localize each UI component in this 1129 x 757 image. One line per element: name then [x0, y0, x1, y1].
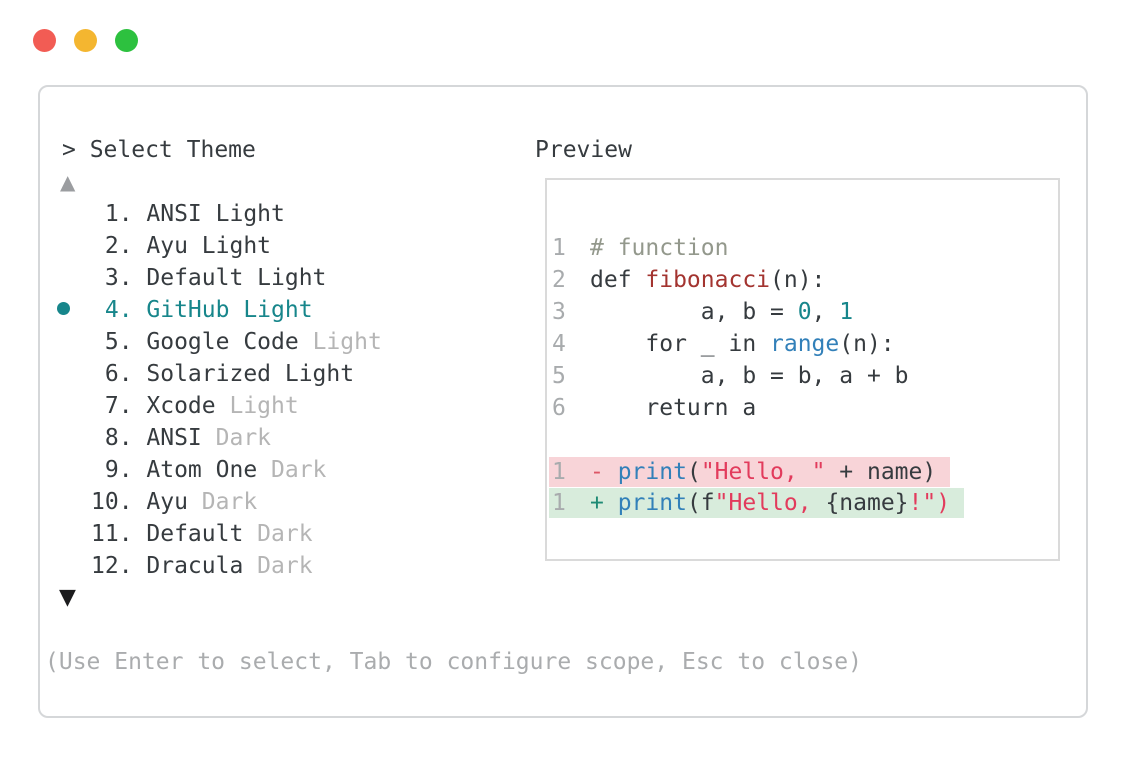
theme-name: ANSI: [146, 425, 202, 451]
theme-name: ANSI Light: [146, 201, 285, 227]
preview-code: 1 # function 2 def fibonacci(n): 3 a, b = 0,…: [547, 232, 1058, 519]
theme-number: 8.: [91, 425, 147, 451]
bullet-placeholder: [57, 398, 70, 411]
theme-number: 10.: [91, 489, 147, 515]
theme-name: Xcode: [146, 393, 216, 419]
diff-line-removed: 1 - print("Hello, " + name): [549, 457, 951, 487]
theme-name: Ayu: [146, 489, 188, 515]
code-text: a, b = b, a + b: [590, 363, 909, 389]
bullet-placeholder: [57, 238, 70, 251]
selector-title: > Select Theme: [62, 137, 256, 163]
close-button[interactable]: [33, 29, 56, 52]
line-number: 6: [552, 395, 566, 421]
preview-box: 1 # function 2 def fibonacci(n): 3 a, b = 0,…: [545, 178, 1060, 561]
theme-selector-panel: > Select Theme Preview ▲ 1. ANSI Light 2…: [38, 85, 1088, 718]
theme-name: Default Light: [146, 265, 327, 291]
code-text: return a: [590, 395, 757, 421]
diff-line-added: 1 + print(f"Hello, {name}!"): [549, 488, 965, 518]
bullet-placeholder: [57, 270, 70, 283]
theme-number: 12.: [91, 553, 147, 579]
theme-name: Ayu Light: [146, 233, 272, 259]
theme-number: 6.: [91, 361, 147, 387]
theme-name-muted: Light: [298, 329, 382, 355]
theme-item-default-light[interactable]: 3. Default Light: [57, 262, 382, 294]
theme-item-ayu-light[interactable]: 2. Ayu Light: [57, 230, 382, 262]
code-line: [547, 424, 1058, 456]
bullet-placeholder: [57, 334, 70, 347]
theme-name: Default: [146, 521, 244, 547]
bullet-placeholder: [57, 494, 70, 507]
line-number: 2: [552, 267, 566, 293]
zoom-button[interactable]: [115, 29, 138, 52]
bullet-placeholder: [57, 206, 70, 219]
code-line: 1 # function: [547, 232, 1058, 264]
theme-name: Dracula: [146, 553, 244, 579]
theme-number: 1.: [91, 201, 147, 227]
minimize-button[interactable]: [74, 29, 97, 52]
code-text: def fibonacci(n):: [590, 267, 826, 293]
theme-item-solarized-light[interactable]: 6. Solarized Light: [57, 358, 382, 390]
theme-number: 2.: [91, 233, 147, 259]
code-line: 4 for _ in range(n):: [547, 328, 1058, 360]
theme-item-ansi-light[interactable]: 1. ANSI Light: [57, 198, 382, 230]
bullet-placeholder: [57, 558, 70, 571]
theme-name: Solarized Light: [146, 361, 355, 387]
theme-item-xcode[interactable]: 7. Xcode Light: [57, 390, 382, 422]
theme-number: 3.: [91, 265, 147, 291]
footer-hint: (Use Enter to select, Tab to configure s…: [45, 649, 862, 675]
theme-item-github-light[interactable]: 4. GitHub Light: [57, 294, 382, 326]
bullet-placeholder: [57, 462, 70, 475]
theme-number: 7.: [91, 393, 147, 419]
theme-name-muted: Dark: [243, 521, 313, 547]
theme-item-ayu[interactable]: 10. Ayu Dark: [57, 486, 382, 518]
theme-name: GitHub Light: [146, 297, 313, 323]
theme-list: 1. ANSI Light 2. Ayu Light 3. Default Li…: [57, 198, 382, 582]
code-line: 5 a, b = b, a + b: [547, 360, 1058, 392]
theme-name-muted: Light: [215, 393, 299, 419]
theme-number: 4.: [91, 297, 147, 323]
theme-item-google-code[interactable]: 5. Google Code Light: [57, 326, 382, 358]
line-number: 1: [552, 459, 566, 485]
code-line: 3 a, b = 0, 1: [547, 296, 1058, 328]
theme-number: 9.: [91, 457, 147, 483]
code-text: - print("Hello, " + name): [590, 459, 937, 485]
preview-title: Preview: [535, 137, 632, 163]
scroll-up-icon[interactable]: ▲: [60, 170, 76, 194]
scroll-down-icon[interactable]: ▼: [59, 585, 76, 610]
theme-item-ansi[interactable]: 8. ANSI Dark: [57, 422, 382, 454]
theme-name: Google Code: [146, 329, 299, 355]
code-text: a, b = 0, 1: [590, 299, 854, 325]
bullet-placeholder: [57, 526, 70, 539]
line-number: 1: [552, 490, 566, 516]
code-text: for _ in range(n):: [590, 331, 895, 357]
theme-name-muted: Dark: [187, 489, 258, 515]
theme-item-dracula[interactable]: 12. Dracula Dark: [57, 550, 382, 582]
bullet-placeholder: [57, 430, 70, 443]
theme-name-muted: Dark: [257, 457, 327, 483]
window-controls: [33, 29, 153, 52]
line-number: 5: [552, 363, 566, 389]
line-number: 1: [552, 235, 566, 261]
code-line: 2 def fibonacci(n):: [547, 264, 1058, 296]
bullet-placeholder: [57, 366, 70, 379]
code-text: + print(f"Hello, {name}!"): [590, 490, 951, 516]
theme-number: 11.: [91, 521, 147, 547]
theme-name: Atom One: [146, 457, 258, 483]
theme-item-default[interactable]: 11. Default Dark: [57, 518, 382, 550]
selected-bullet-icon: [57, 302, 70, 315]
theme-name-muted: Dark: [243, 553, 313, 579]
theme-number: 5.: [91, 329, 147, 355]
code-text: # function: [590, 235, 729, 261]
theme-name-muted: Dark: [201, 425, 272, 451]
line-number: 4: [552, 331, 566, 357]
theme-item-atom-one[interactable]: 9. Atom One Dark: [57, 454, 382, 486]
line-number: 3: [552, 299, 566, 325]
code-line: 6 return a: [547, 392, 1058, 424]
